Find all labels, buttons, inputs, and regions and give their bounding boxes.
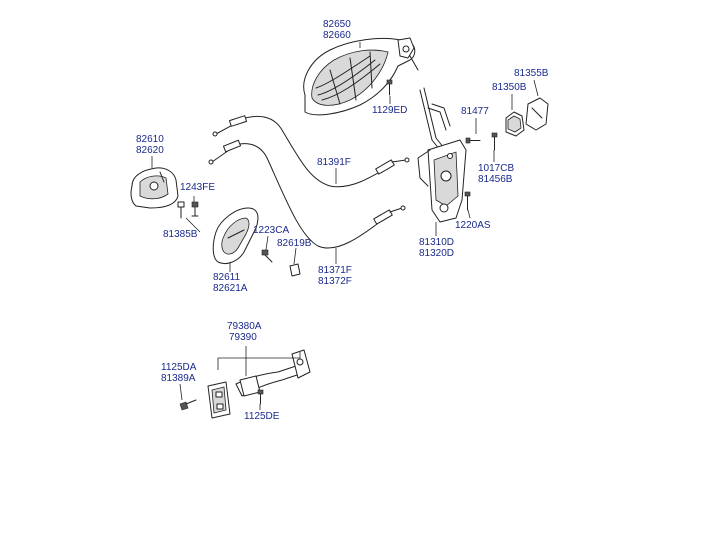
leader-1125da (179, 383, 183, 401)
label-latch-2: 81320D (419, 248, 455, 259)
clip-81385b (177, 201, 185, 219)
label-inner-handle-2: 82621A (213, 283, 248, 294)
inside-door-handle (212, 207, 259, 265)
screw-1243fe (191, 201, 199, 217)
label-outer-handle-2: 82660 (323, 30, 351, 41)
door-checker-assembly (207, 349, 311, 419)
label-bezel-1: 82610 (136, 134, 164, 145)
leader-82619b (293, 247, 297, 265)
label-1125de: 1125DE (244, 411, 280, 422)
label-latch-1: 81310D (419, 237, 455, 248)
label-checker-1: 79380A (227, 321, 262, 332)
label-1125da-2: 81389A (161, 373, 196, 384)
latch-cover (505, 97, 549, 137)
leader-1220as (467, 209, 471, 219)
label-1125da-1: 1125DA (161, 362, 197, 373)
pin-81477 (465, 137, 481, 144)
leader-cover-b (533, 79, 539, 97)
label-1017cb-1: 1017CB (478, 163, 515, 174)
label-81477: 81477 (461, 106, 489, 117)
label-bezel-2: 82620 (136, 145, 164, 156)
label-1129ed: 1129ED (372, 105, 408, 116)
inside-handle-bezel (130, 167, 179, 209)
label-1017cb-2: 81456B (478, 174, 513, 185)
outside-door-handle (303, 37, 419, 116)
label-cable-lower-1: 81371F (318, 265, 352, 276)
label-inner-handle-1: 82611 (213, 272, 241, 283)
label-82619b: 82619B (277, 238, 312, 249)
bolt-1125da (179, 399, 197, 411)
screw-1223ca (261, 249, 273, 263)
label-outer-handle-1: 82650 (323, 19, 351, 30)
label-cover-2: 81350B (492, 82, 527, 93)
label-cable-lower-2: 81372F (318, 276, 352, 287)
label-81391f: 81391F (317, 157, 351, 168)
bolt-1220as (464, 191, 471, 211)
bolt-1017cb (491, 132, 498, 151)
cable-81391f (208, 115, 410, 249)
label-1223ca: 1223CA (253, 225, 290, 236)
screw-1129ed (386, 79, 393, 96)
leader-1223ca (265, 235, 269, 251)
cap-82619b (289, 263, 301, 277)
label-1243fe: 1243FE (180, 182, 216, 193)
label-81385b: 81385B (163, 229, 198, 240)
bolt-1125de (257, 389, 264, 405)
label-checker-2: 79390 (229, 332, 257, 343)
label-cover-1: 81355B (514, 68, 549, 79)
door-latch-assembly (417, 87, 467, 223)
label-1220as: 1220AS (455, 220, 491, 231)
leader-81385b (185, 217, 201, 233)
leader-checker (217, 352, 301, 370)
